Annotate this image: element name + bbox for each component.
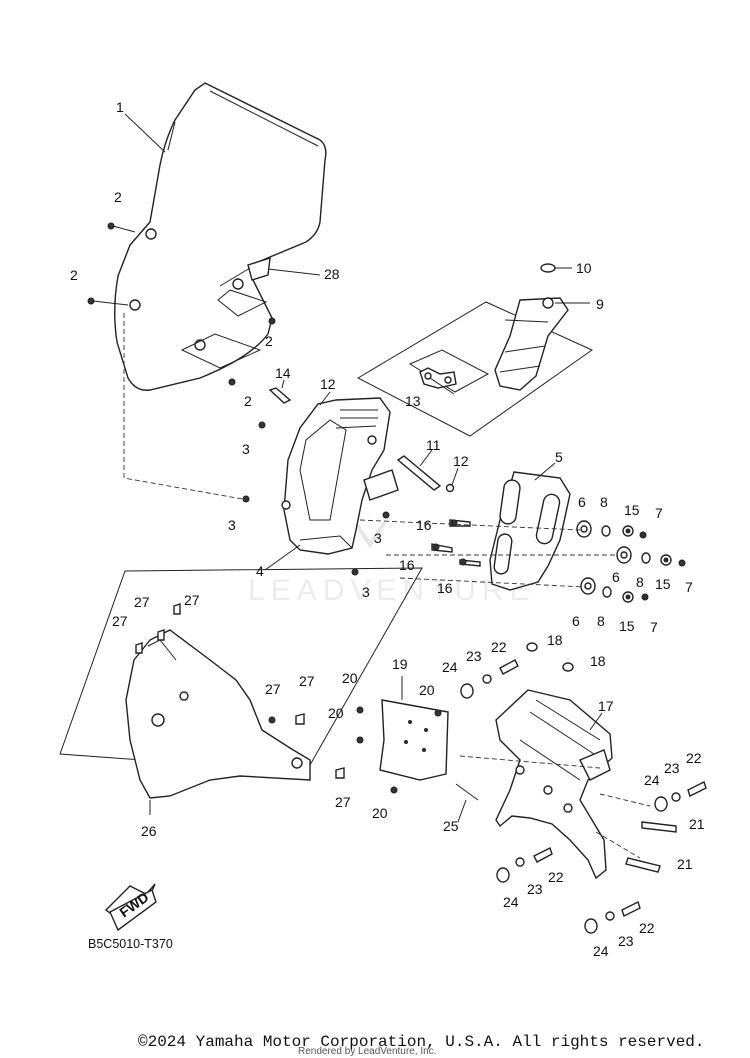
callout-labels: 1 2 2 2 2 3 3 3 3 4 5 6 6 6 7 7 7 8 8 8 … [70,99,705,959]
callout-27: 27 [265,681,281,697]
callout-8: 8 [600,494,608,510]
windshield [114,82,327,391]
callout-16: 16 [437,580,453,596]
callout-3: 3 [374,530,382,546]
callout-26: 26 [141,823,157,839]
callout-27: 27 [184,592,200,608]
fastener-set-lower [460,659,707,934]
callout-4: 4 [256,563,264,579]
watermark-text: LEADVENTURE [248,574,536,607]
callout-11: 11 [426,437,441,453]
callout-19: 19 [392,656,408,672]
callout-27: 27 [112,613,128,629]
callout-7: 7 [685,579,693,595]
callout-20: 20 [372,805,388,821]
callout-21: 21 [689,816,705,832]
callout-20: 20 [328,705,344,721]
bracket-9 [356,263,594,437]
callout-3: 3 [242,441,250,457]
callout-25: 25 [443,818,459,834]
callout-2: 2 [114,189,122,205]
callout-18: 18 [590,653,606,669]
callout-24: 24 [503,894,519,910]
watermark-logo: LEADVENTURE [248,520,536,607]
stay-17 [495,689,613,880]
callout-27: 27 [299,673,315,689]
callout-15: 15 [624,502,640,518]
callout-24: 24 [644,772,660,788]
callout-23: 23 [664,760,680,776]
callout-22: 22 [639,920,655,936]
callout-2: 2 [265,333,273,349]
callout-20: 20 [342,670,358,686]
callout-27: 27 [335,794,351,810]
callout-3: 3 [362,584,370,600]
callout-5: 5 [555,449,563,465]
callout-9: 9 [596,296,604,312]
callout-28: 28 [324,266,340,282]
callout-24: 24 [442,659,458,675]
plate-19 [379,699,449,781]
bracket-13 [408,349,490,393]
callout-10: 10 [576,260,592,276]
diagram-code: B5C5010-T370 [88,937,173,951]
copyright-notice: ©2024 Yamaha Motor Corporation, U.S.A. A… [138,1033,705,1051]
callout-24: 24 [593,943,609,959]
callout-15: 15 [655,576,671,592]
callout-20: 20 [419,682,435,698]
callout-12: 12 [320,376,336,392]
bracket-4 [281,397,399,555]
callout-22: 22 [491,639,507,655]
callout-16: 16 [416,517,432,533]
callout-3: 3 [228,517,236,533]
clip-27-group [135,603,345,779]
cover-26 [59,567,423,799]
fwd-arrow-icon: FWD [104,883,157,932]
callout-7: 7 [650,619,658,635]
callout-13: 13 [405,393,421,409]
callout-17: 17 [598,698,614,714]
callout-1: 1 [116,99,124,115]
callout-23: 23 [618,933,634,949]
callout-21: 21 [677,856,693,872]
callout-16: 16 [399,557,415,573]
callout-23: 23 [527,881,543,897]
callout-27: 27 [134,594,150,610]
callout-15: 15 [619,618,635,634]
callout-2: 2 [244,393,252,409]
callout-23: 23 [466,648,482,664]
callout-6: 6 [578,494,586,510]
callout-12: 12 [453,453,469,469]
callout-8: 8 [597,613,605,629]
callout-22: 22 [686,750,702,766]
screw-2-group [87,222,276,386]
leader-lines [124,113,603,823]
callout-2: 2 [70,267,78,283]
callout-22: 22 [548,869,564,885]
callout-18: 18 [547,632,563,648]
callout-6: 6 [572,613,580,629]
callout-6: 6 [612,569,620,585]
bracket-5 [489,471,571,591]
callout-7: 7 [655,505,663,521]
callout-14: 14 [275,365,291,381]
rendered-by-credit: Rendered by LeadVenture, Inc. [298,1046,437,1057]
callout-8: 8 [636,574,644,590]
fastener-set [576,520,686,603]
